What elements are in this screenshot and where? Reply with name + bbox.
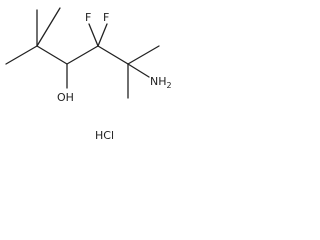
bond-tbu-methyl-right — [36, 7, 61, 47]
bond-amine-carbon-to-nh2 — [127, 63, 150, 78]
fluorine-label-left: F — [85, 11, 91, 24]
hydroxyl-label: OH — [57, 91, 74, 104]
bond-amine-carbon-methyl-right — [127, 45, 160, 65]
bond-cf2-to-amine-carbon — [97, 45, 129, 65]
chemical-structure-diagram: F F OH NH2 HCl — [5, 7, 172, 142]
bond-cf2-to-f-right — [97, 23, 108, 47]
bond-tbu-methyl-left — [5, 45, 38, 65]
bond-carbinol-to-cf2 — [66, 45, 99, 65]
amine-label-main: NH — [150, 75, 167, 88]
amine-label: NH2 — [150, 75, 172, 90]
fluorine-label-right: F — [103, 11, 109, 24]
bond-skeleton — [5, 7, 160, 99]
amine-label-subscript: 2 — [167, 81, 172, 90]
bond-cf2-to-f-left — [88, 23, 99, 47]
salt-label: HCl — [95, 129, 114, 142]
bond-tbu-to-carbinol — [36, 45, 68, 65]
